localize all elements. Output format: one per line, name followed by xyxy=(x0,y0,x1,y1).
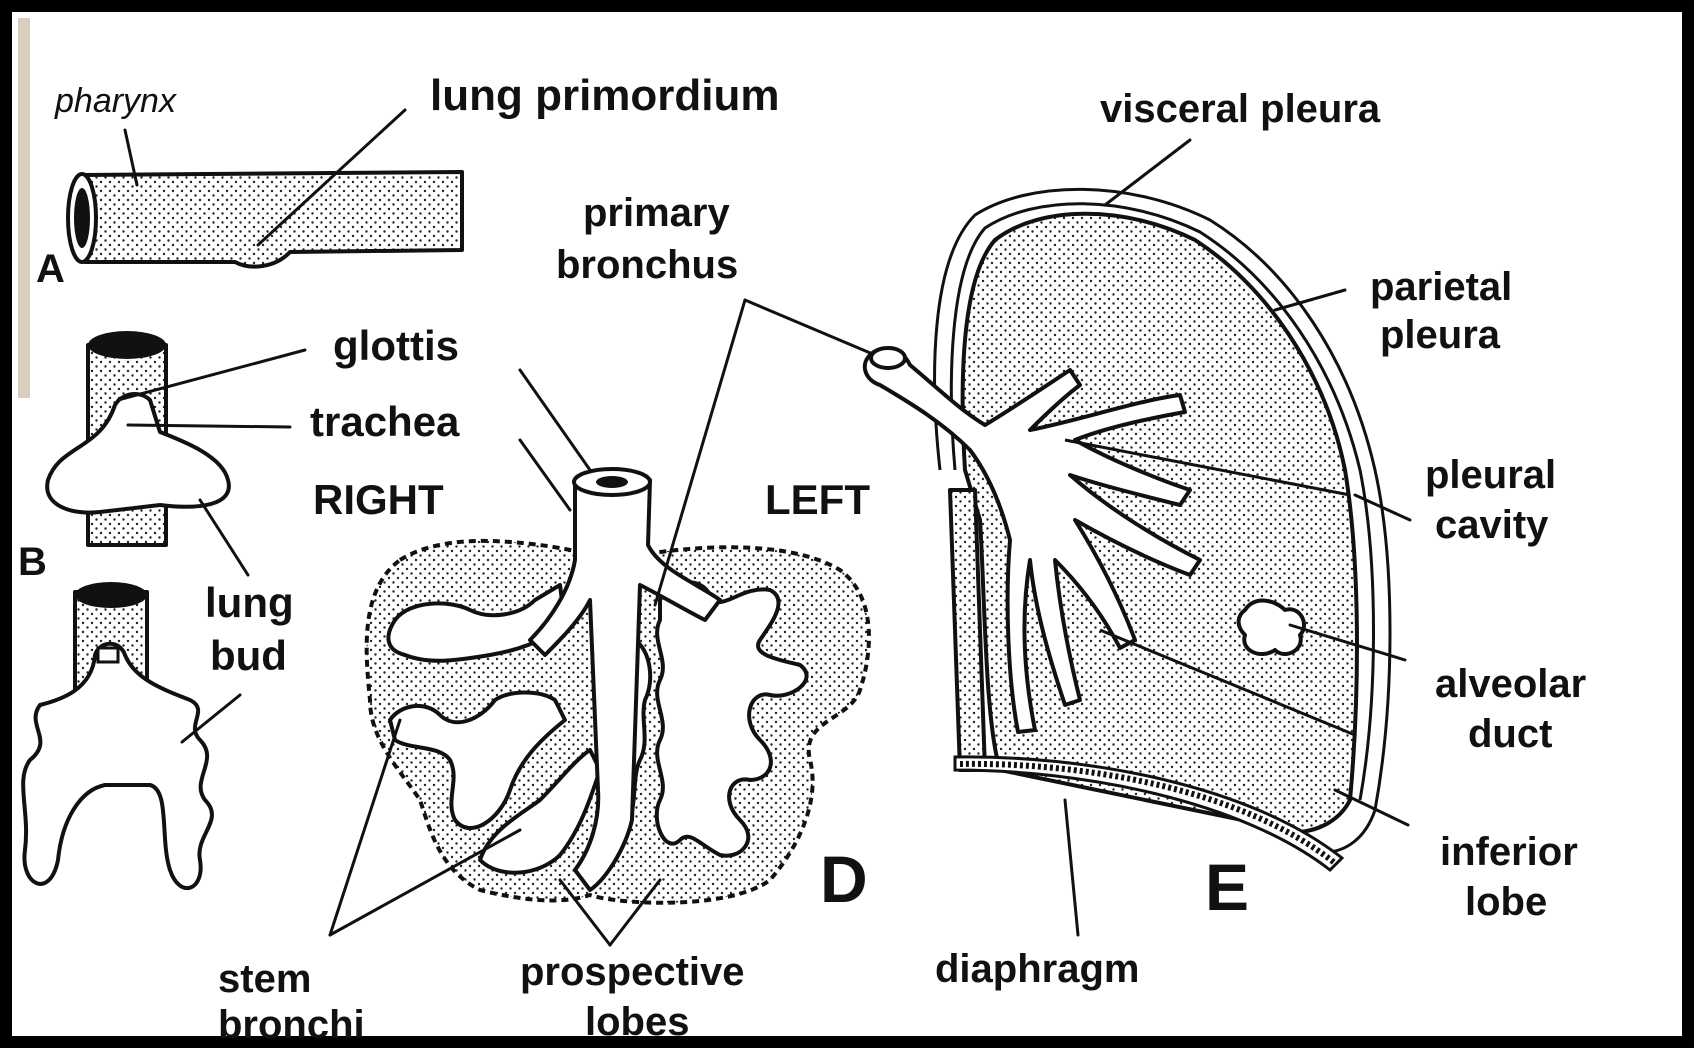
label-parietal-pleura-line1: parietal xyxy=(1370,265,1512,309)
page-edge-shadow xyxy=(18,18,30,398)
label-primary-bronchus-line1: primary xyxy=(583,191,730,235)
label-lung-bud-line1: lung xyxy=(205,579,294,626)
label-pleural-cavity-line2: cavity xyxy=(1435,503,1549,547)
label-right: RIGHT xyxy=(313,476,444,523)
primary-bronchus-leader-right xyxy=(745,300,875,355)
panel-e-lung-pleura xyxy=(865,189,1390,870)
panel-letter-a: A xyxy=(36,247,65,291)
label-diaphragm: diaphragm xyxy=(935,947,1139,991)
label-trachea: trachea xyxy=(310,398,460,445)
panel-c-branching-bud xyxy=(23,582,212,888)
label-stem-bronchi-line2: bronchi xyxy=(218,1003,365,1047)
visceral-pleura-leader xyxy=(1105,140,1190,205)
panel-d-lobe-buds xyxy=(367,469,869,903)
label-parietal-pleura-line2: pleura xyxy=(1380,313,1501,357)
label-primary-bronchus-line2: bronchus xyxy=(556,243,738,287)
trachea-leader-b xyxy=(128,425,290,427)
label-inferior-lobe-line1: inferior xyxy=(1440,830,1578,874)
label-lung-bud-line2: bud xyxy=(210,632,287,679)
label-lung-primordium: lung primordium xyxy=(430,71,780,120)
label-prospective-lobes-line2: lobes xyxy=(585,1000,689,1044)
label-pharynx: pharynx xyxy=(54,82,177,120)
label-alveolar-duct-line1: alveolar xyxy=(1435,662,1586,706)
label-visceral-pleura: visceral pleura xyxy=(1100,87,1381,131)
panel-letter-d: D xyxy=(820,842,868,916)
label-stem-bronchi-line1: stem xyxy=(218,957,311,1001)
label-alveolar-duct-line2: duct xyxy=(1468,712,1552,756)
label-left: LEFT xyxy=(765,476,870,523)
trachea-leader-d xyxy=(520,440,570,510)
parietal-pleura-leader xyxy=(1275,290,1345,310)
lung-bud-leader-b xyxy=(200,500,248,575)
label-inferior-lobe-line2: lobe xyxy=(1465,880,1547,924)
label-pleural-cavity-line1: pleural xyxy=(1425,453,1556,497)
panel-a-pharynx-tube xyxy=(68,172,462,267)
diaphragm-leader xyxy=(1065,800,1078,935)
panel-letter-e: E xyxy=(1205,850,1249,924)
label-prospective-lobes-line1: prospective xyxy=(520,950,745,994)
panel-letter-b: B xyxy=(18,540,47,584)
label-glottis: glottis xyxy=(333,322,459,369)
panel-b-trachea-bud xyxy=(47,331,229,545)
